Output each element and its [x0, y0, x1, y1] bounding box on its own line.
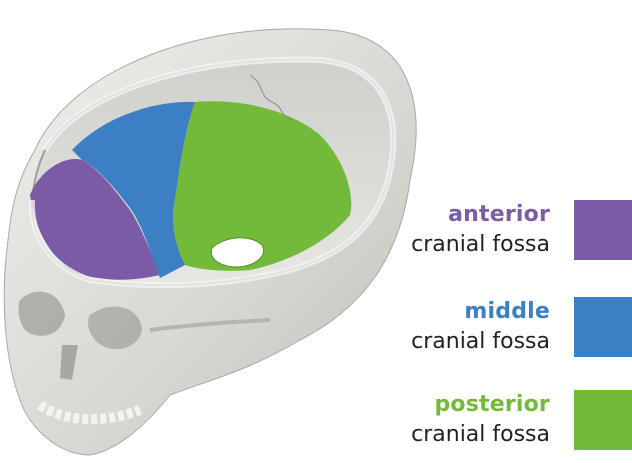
legend-swatch-posterior: [574, 390, 632, 450]
legend-subtitle-anterior: cranial fossa: [411, 230, 550, 260]
legend-item-posterior: posterior cranial fossa: [380, 390, 632, 458]
legend-term-posterior: posterior: [411, 390, 550, 420]
legend-item-anterior: anterior cranial fossa: [380, 200, 632, 268]
legend-text-anterior: anterior cranial fossa: [411, 200, 550, 260]
legend-subtitle-middle: cranial fossa: [411, 327, 550, 357]
legend-term-middle: middle: [411, 297, 550, 327]
legend-swatch-anterior: [574, 200, 632, 260]
legend-swatch-middle: [574, 297, 632, 357]
legend-subtitle-posterior: cranial fossa: [411, 420, 550, 450]
legend-item-middle: middle cranial fossa: [380, 297, 632, 365]
legend-text-posterior: posterior cranial fossa: [411, 390, 550, 450]
legend-text-middle: middle cranial fossa: [411, 297, 550, 357]
legend-term-anterior: anterior: [411, 200, 550, 230]
